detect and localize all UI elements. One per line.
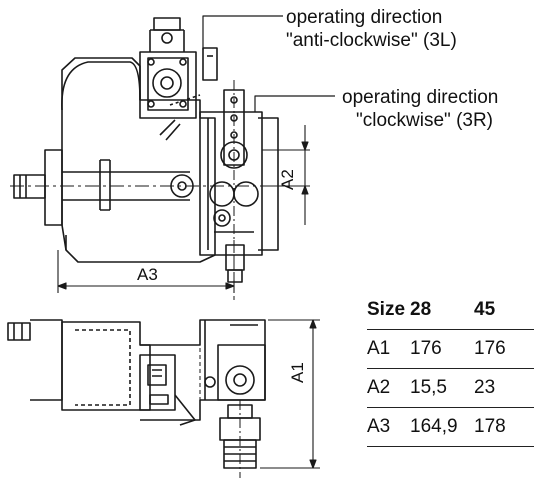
table-row: A1 176 176 xyxy=(367,329,534,369)
table-row: A2 15,5 23 xyxy=(367,368,534,408)
dimension-label-a1: A1 xyxy=(288,362,307,383)
dimension-a2 xyxy=(262,125,310,225)
table-header-row: Size 28 45 xyxy=(367,291,534,330)
table-cell-28: 15,5 xyxy=(410,368,474,408)
size-dimension-table: Size 28 45 A1 176 176 A2 15,5 23 A3 164,… xyxy=(367,291,534,447)
table-cell-label: A2 xyxy=(367,368,410,408)
table-cell-28: 176 xyxy=(410,329,474,369)
dimension-label-a3: A3 xyxy=(137,265,158,284)
callout-anti-clockwise-line1: operating direction xyxy=(286,7,443,28)
table-cell-28: 164,9 xyxy=(410,407,474,447)
table-header-size: Size xyxy=(367,299,406,320)
pump-bottom-view xyxy=(7,319,266,478)
callout-leaders xyxy=(202,15,335,112)
dimension-a1 xyxy=(260,319,320,469)
table-row: A3 164,9 178 xyxy=(367,407,534,447)
table-cell-45: 23 xyxy=(474,368,534,408)
callout-anti-clockwise-line2: "anti-clockwise" (3L) xyxy=(286,30,457,51)
callout-clockwise-line2: "clockwise" (3R) xyxy=(356,110,494,131)
callout-clockwise-line1: operating direction xyxy=(342,87,499,108)
dimension-label-a2: A2 xyxy=(278,169,297,190)
table-cell-45: 178 xyxy=(474,407,534,447)
table-header-45: 45 xyxy=(474,299,496,320)
table-cell-45: 176 xyxy=(474,329,534,369)
pump-top-view xyxy=(10,17,300,300)
table-cell-label: A3 xyxy=(367,407,410,447)
dimension-a3 xyxy=(57,250,235,293)
table-header-28: 28 xyxy=(410,299,432,320)
callout-anti-clockwise: operating direction "anti-clockwise" (3L… xyxy=(286,6,457,52)
callout-clockwise: operating direction "clockwise" (3R) xyxy=(342,86,498,132)
table-cell-label: A1 xyxy=(367,329,410,369)
